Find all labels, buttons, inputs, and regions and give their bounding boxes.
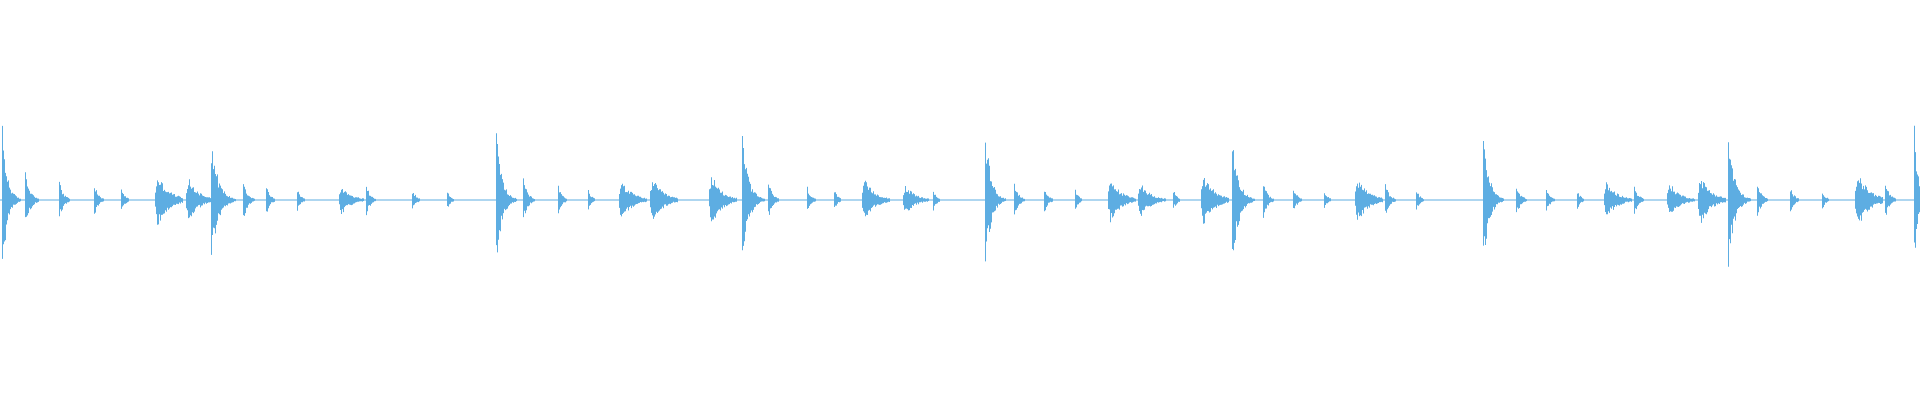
waveform-bars <box>2 125 1920 267</box>
waveform-path <box>2 125 1920 267</box>
